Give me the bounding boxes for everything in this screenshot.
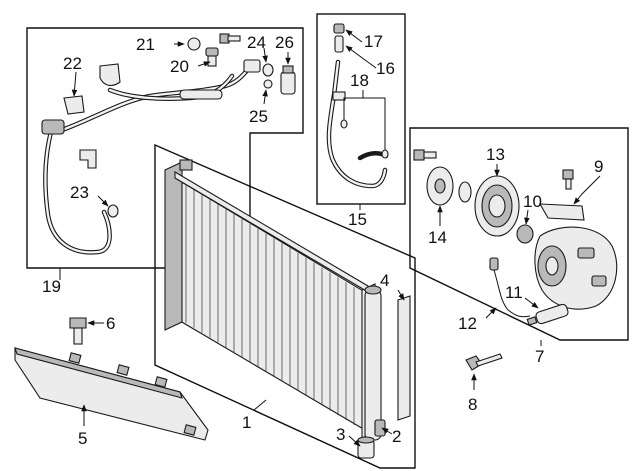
bolt-6[interactable] — [69, 317, 87, 345]
callout-23: 23 — [70, 183, 89, 202]
callout-3: 3 — [336, 425, 345, 444]
callout-9: 9 — [594, 157, 603, 176]
discharge-hose[interactable] — [43, 125, 112, 255]
plug-3[interactable] — [357, 436, 375, 459]
callout-19: 19 — [42, 277, 61, 296]
seal-strip-4[interactable] — [397, 295, 411, 421]
callout-22: 22 — [63, 54, 82, 73]
callout-13: 13 — [486, 145, 505, 164]
condenser-frame — [154, 143, 416, 469]
valve-core-20[interactable] — [205, 47, 219, 67]
drier-cap-2[interactable] — [374, 419, 386, 437]
pulley-13[interactable] — [474, 175, 520, 237]
hose-end-block — [243, 59, 261, 73]
callout-24: 24 — [247, 33, 266, 52]
control-valve-11[interactable] — [526, 303, 569, 326]
field-coil-10[interactable] — [516, 224, 534, 244]
condenser-inlet-fitting — [179, 159, 193, 171]
clutch-hub-14[interactable] — [426, 166, 454, 206]
leader-lines — [59, 29, 601, 447]
compressor-group — [409, 127, 629, 341]
callout-18: 18 — [350, 71, 369, 90]
callout-26: 26 — [275, 33, 294, 52]
line-muffler — [179, 89, 223, 100]
compressor-frame — [409, 127, 629, 341]
callout-16: 16 — [376, 59, 395, 78]
callout-15: 15 — [348, 210, 367, 229]
callout-2: 2 — [392, 427, 401, 446]
liquid-line-frame — [316, 13, 406, 205]
callout-21: 21 — [136, 35, 155, 54]
clutch-bolt[interactable] — [413, 149, 437, 161]
hose-end-fitting — [41, 119, 65, 135]
o-ring-18-right[interactable] — [381, 149, 389, 159]
callout-14: 14 — [428, 228, 447, 247]
seal-24[interactable] — [262, 63, 274, 77]
screw-9[interactable] — [562, 169, 574, 190]
hose-group-frame — [26, 27, 304, 269]
callout-20: 20 — [170, 57, 189, 76]
hose-clamp[interactable] — [63, 63, 121, 115]
suction-line[interactable] — [59, 63, 255, 133]
o-ring-23[interactable] — [107, 204, 119, 218]
callout-17: 17 — [364, 32, 383, 51]
bolt-8[interactable] — [465, 353, 503, 371]
air-deflector-5[interactable] — [14, 347, 209, 441]
callout-1: 1 — [242, 413, 251, 432]
sensor-26[interactable] — [280, 65, 296, 95]
valve-16[interactable] — [334, 35, 344, 53]
shim — [458, 181, 472, 203]
harness-12[interactable] — [489, 257, 531, 318]
callout-labels: 1 2 3 4 5 6 7 8 9 10 11 12 13 14 15 16 1… — [42, 32, 603, 448]
cap-17[interactable] — [333, 23, 345, 34]
callout-4: 4 — [380, 271, 389, 290]
tube-clip — [332, 91, 346, 101]
callout-25: 25 — [249, 107, 268, 126]
callout-6: 6 — [106, 314, 115, 333]
receiver-drier[interactable] — [364, 285, 382, 441]
callout-12: 12 — [458, 314, 477, 333]
o-ring-25[interactable] — [263, 79, 273, 89]
bolt-near-21[interactable] — [219, 33, 241, 44]
hose-bracket — [79, 149, 97, 169]
callout-10: 10 — [523, 192, 542, 211]
callout-8: 8 — [468, 395, 477, 414]
callout-5: 5 — [78, 429, 87, 448]
bracket-9[interactable] — [539, 203, 585, 221]
hose-assembly-group — [26, 27, 304, 269]
callout-7: 7 — [535, 347, 544, 366]
compressor-body[interactable] — [534, 226, 618, 310]
callout-11: 11 — [505, 283, 523, 302]
liquid-line-group — [316, 13, 406, 205]
condenser-group — [154, 143, 416, 469]
cap-21[interactable] — [187, 37, 201, 51]
o-ring-18-left[interactable] — [340, 119, 348, 129]
